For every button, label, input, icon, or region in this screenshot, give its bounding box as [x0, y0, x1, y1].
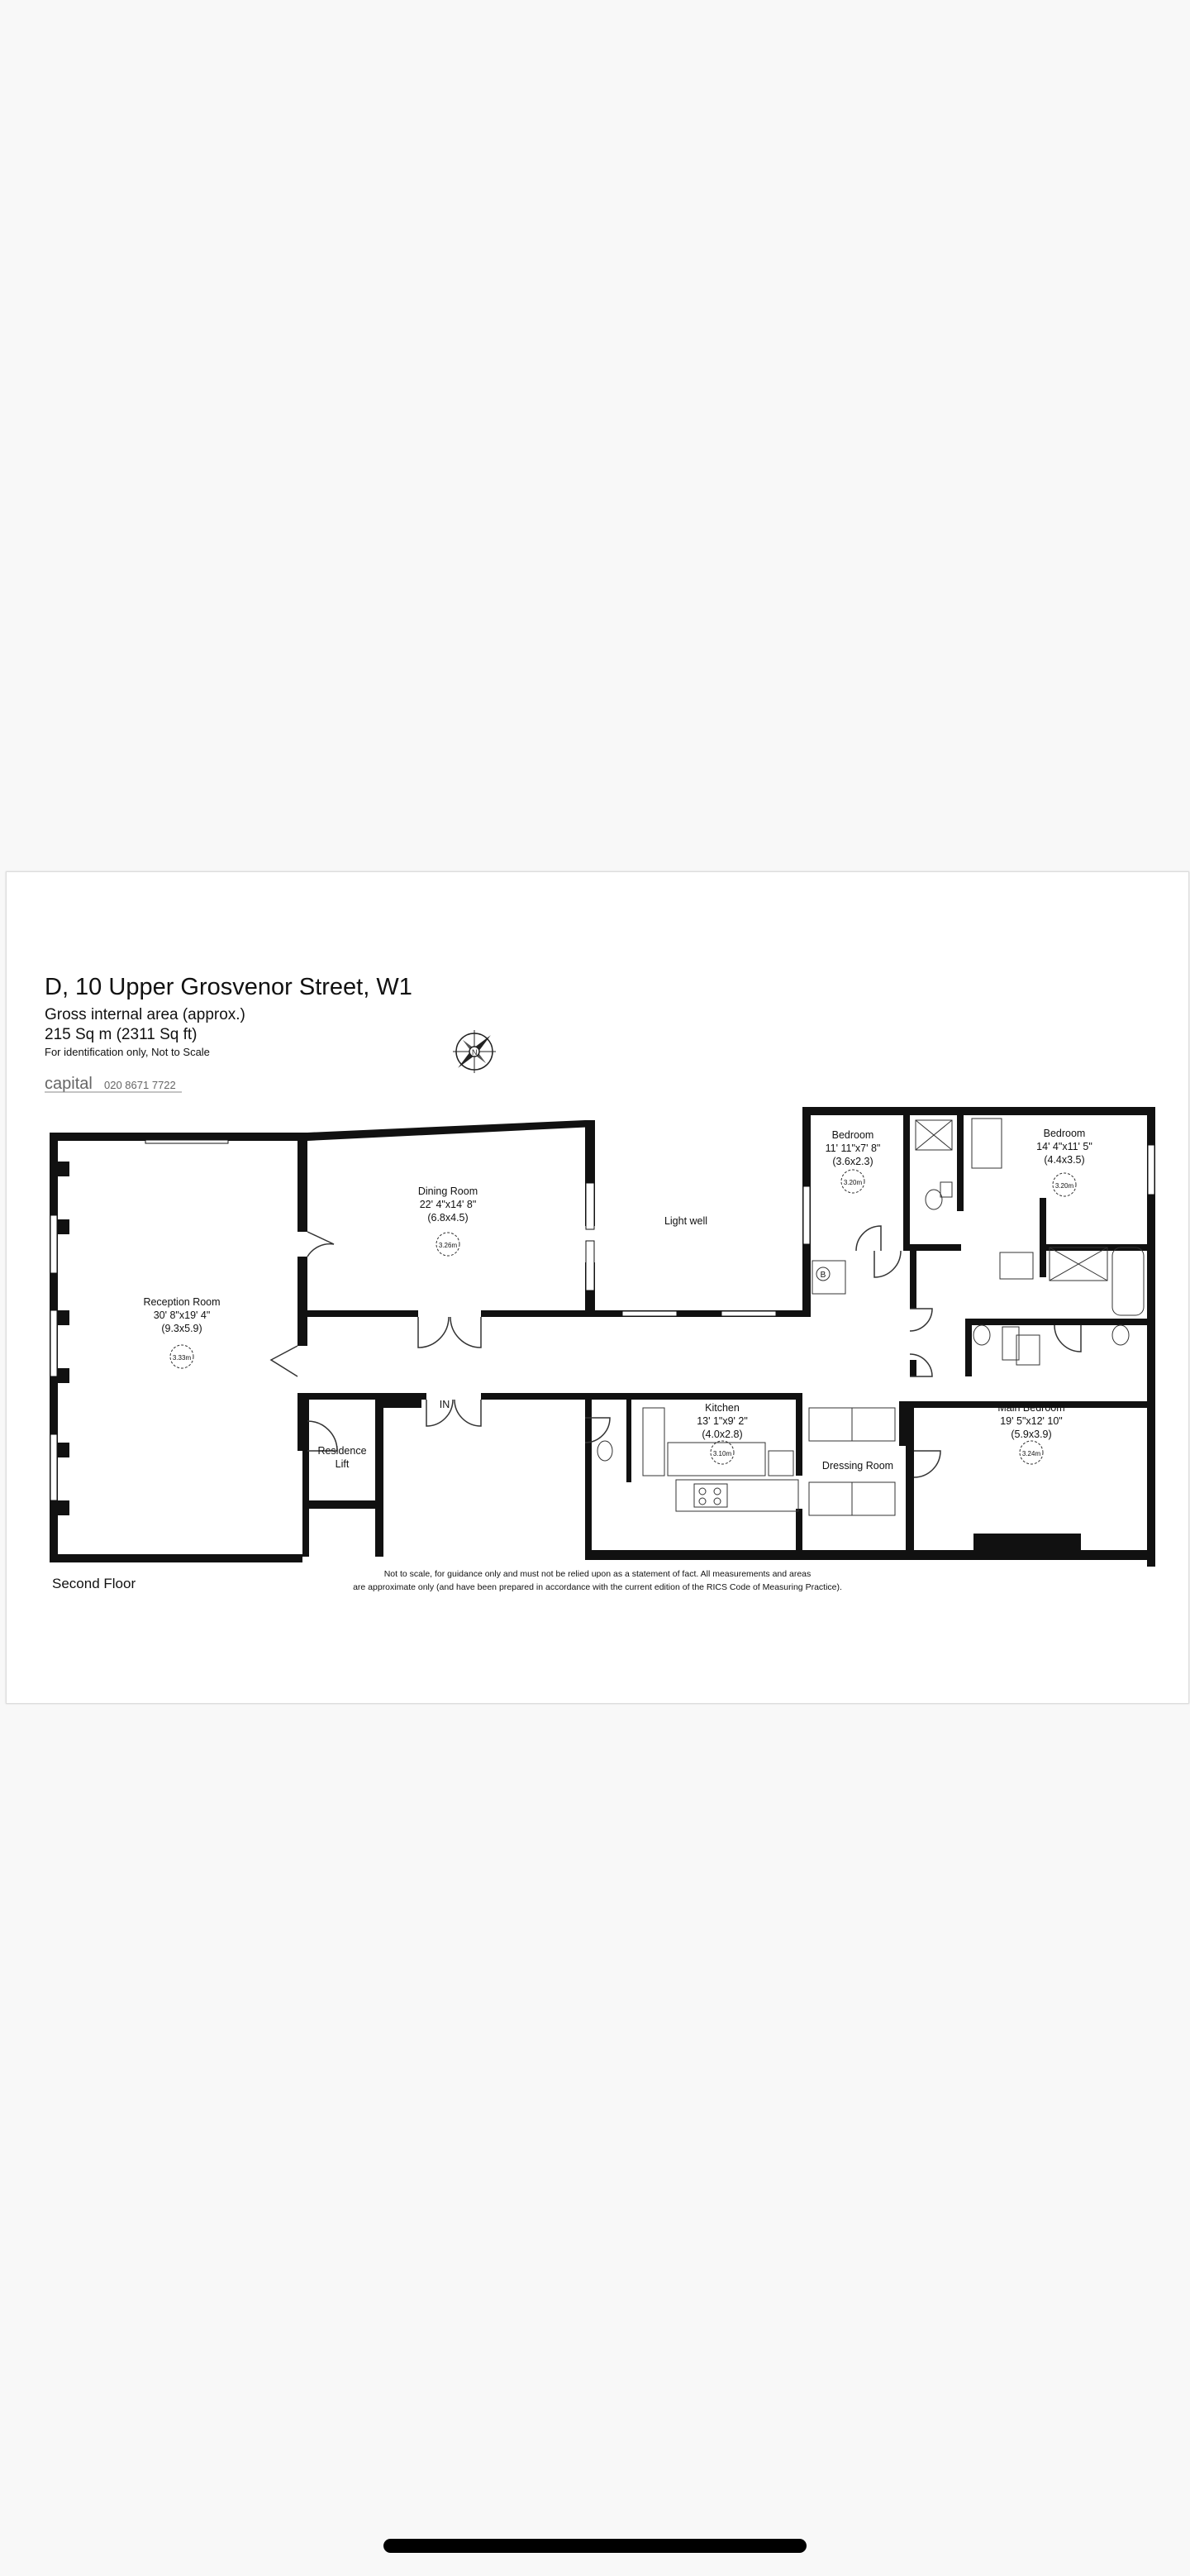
residence-lift-label-2: Lift	[336, 1458, 350, 1470]
agent-phone: 020 8671 7722	[104, 1079, 176, 1091]
bedroom1-height: 3.20m	[844, 1179, 863, 1186]
kitchen-name: Kitchen	[705, 1402, 740, 1414]
main-bedroom-dims-metric: (5.9x3.9)	[1011, 1429, 1051, 1440]
reception-dims-imperial: 30' 8"x19' 4"	[154, 1309, 211, 1321]
bedroom2-dims-imperial: 14' 4"x11' 5"	[1036, 1141, 1092, 1152]
windows	[50, 1139, 1155, 1501]
boiler-label: B	[821, 1271, 826, 1280]
address-title: D, 10 Upper Grosvenor Street, W1	[45, 974, 412, 1000]
dining-dims-imperial: 22' 4"x14' 8"	[420, 1199, 477, 1210]
light-well-label: Light well	[664, 1215, 707, 1227]
reception-dims-metric: (9.3x5.9)	[161, 1323, 202, 1334]
walls	[50, 1107, 1155, 1567]
bedroom1-dims-metric: (3.6x2.3)	[832, 1156, 873, 1167]
bedroom2-name: Bedroom	[1044, 1128, 1086, 1139]
floor-plan: D, 10 Upper Grosvenor Street, W1 Gross i…	[45, 974, 1155, 1592]
disclaimer-line1: Not to scale, for guidance only and must…	[384, 1569, 812, 1579]
main-bedroom-height: 3.24m	[1022, 1450, 1041, 1457]
kitchen-height: 3.10m	[713, 1450, 732, 1457]
agent-logo: capital	[45, 1075, 93, 1093]
reception-height: 3.33m	[173, 1354, 192, 1362]
fixtures	[169, 1118, 1145, 1516]
area-label: Gross internal area (approx.)	[45, 1006, 245, 1023]
room-labels: Reception Room 30' 8"x19' 4" (9.3x5.9) 3…	[143, 1128, 1092, 1472]
bedroom2-dims-metric: (4.4x3.5)	[1044, 1154, 1084, 1166]
dining-dims-metric: (6.8x4.5)	[427, 1212, 468, 1224]
floorplan-card: D, 10 Upper Grosvenor Street, W1 Gross i…	[6, 871, 1189, 1704]
main-bedroom-dims-imperial: 19' 5"x12' 10"	[1000, 1415, 1063, 1427]
disclaimer-line2: are approximate only (and have been prep…	[353, 1582, 842, 1592]
reception-name: Reception Room	[143, 1296, 220, 1308]
doors	[269, 1225, 1082, 1478]
residence-lift-label-1: Residence	[317, 1445, 366, 1457]
bedroom2-height: 3.20m	[1055, 1182, 1074, 1190]
dining-name: Dining Room	[418, 1185, 478, 1197]
bedroom1-name: Bedroom	[832, 1129, 874, 1141]
area-value: 215 Sq m (2311 Sq ft)	[45, 1026, 197, 1043]
kitchen-dims-imperial: 13' 1"x9' 2"	[697, 1415, 748, 1427]
entrance-label: IN	[440, 1399, 450, 1410]
floor-name: Second Floor	[52, 1576, 136, 1591]
compass-letter: N	[472, 1048, 478, 1057]
bedroom1-dims-imperial: 11' 11"x7' 8"	[826, 1143, 881, 1154]
main-bedroom-name: Main Bedroom	[997, 1402, 1064, 1414]
compass-icon: N	[453, 1030, 496, 1073]
identification-note: For identification only, Not to Scale	[45, 1046, 210, 1058]
dressing-room-label: Dressing Room	[822, 1460, 893, 1472]
dining-height: 3.26m	[439, 1242, 458, 1249]
home-indicator-bar[interactable]	[383, 2539, 807, 2553]
kitchen-dims-metric: (4.0x2.8)	[702, 1429, 742, 1440]
